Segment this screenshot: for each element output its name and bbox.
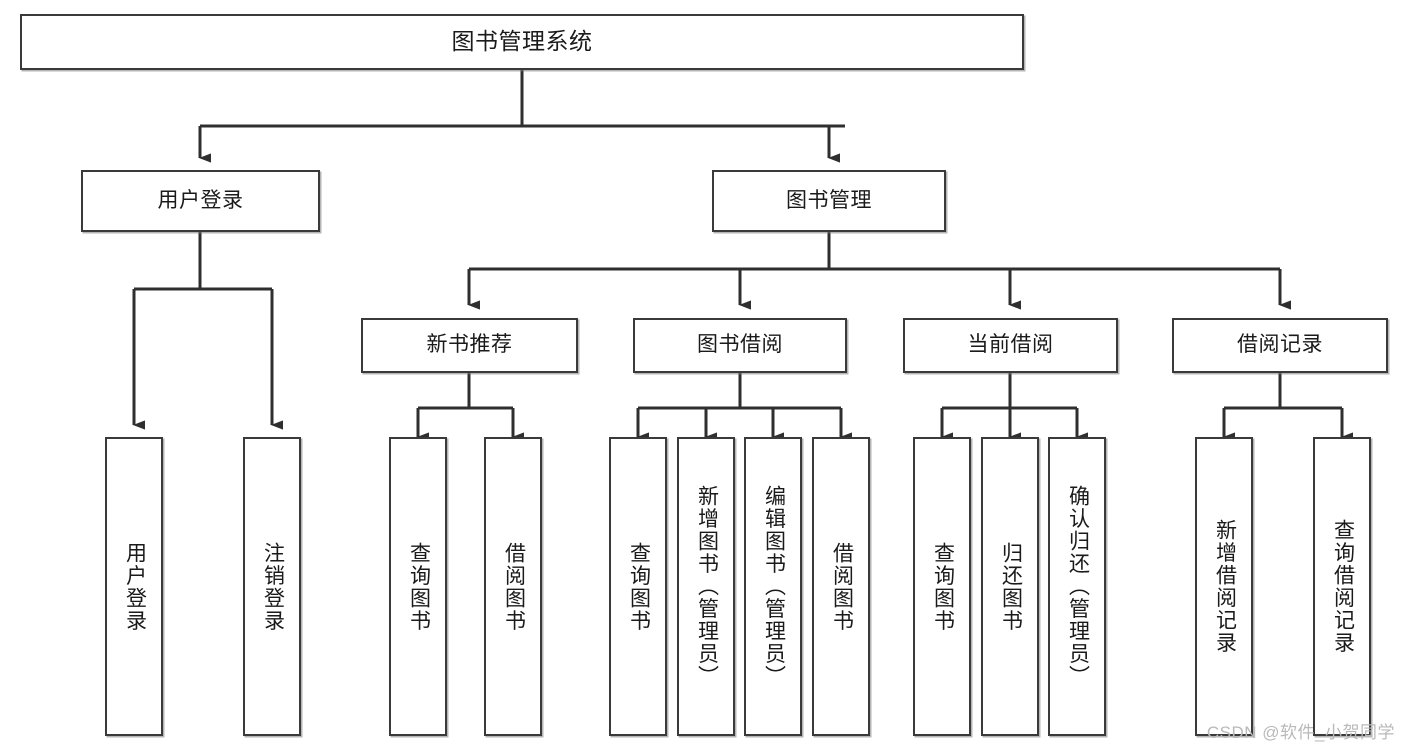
leaf-borrowrecord-add-record[interactable]: 新增借阅记录 bbox=[1195, 437, 1253, 736]
leaf-currentborrow-confirm-return[interactable]: 确认归还（管理员） bbox=[1048, 437, 1106, 736]
csdn-watermark: CSDN @软件_小贺同学 bbox=[1206, 723, 1395, 742]
node-root-system-label: 图书管理系统 bbox=[451, 28, 593, 55]
node-book-borrow-label: 图书借阅 bbox=[697, 333, 783, 357]
node-book-manage[interactable]: 图书管理 bbox=[712, 170, 946, 232]
leaf-bookborrow-borrow-book-label: 借阅图书 bbox=[830, 541, 854, 632]
leaf-bookborrow-query-book-label: 查询图书 bbox=[627, 541, 651, 632]
leaf-bookborrow-add-book[interactable]: 新增图书（管理员） bbox=[677, 437, 735, 736]
node-user-login[interactable]: 用户登录 bbox=[81, 170, 320, 232]
node-current-borrow[interactable]: 当前借阅 bbox=[903, 318, 1118, 373]
node-book-borrow[interactable]: 图书借阅 bbox=[633, 318, 847, 373]
leaf-user-login-label: 用户登录 bbox=[123, 541, 147, 632]
leaf-logout-label: 注销登录 bbox=[261, 541, 285, 632]
leaf-newbook-borrow-book[interactable]: 借阅图书 bbox=[484, 437, 542, 736]
node-book-manage-label: 图书管理 bbox=[786, 188, 872, 212]
node-current-borrow-label: 当前借阅 bbox=[967, 333, 1054, 357]
leaf-user-login[interactable]: 用户登录 bbox=[105, 437, 163, 736]
node-user-login-label: 用户登录 bbox=[157, 188, 244, 212]
node-new-book-recommend-label: 新书推荐 bbox=[426, 333, 513, 357]
leaf-bookborrow-edit-book[interactable]: 编辑图书（管理员） bbox=[744, 437, 802, 736]
leaf-currentborrow-return-book[interactable]: 归还图书 bbox=[981, 437, 1039, 736]
leaf-logout[interactable]: 注销登录 bbox=[243, 437, 301, 736]
leaf-borrowrecord-add-record-label: 新增借阅记录 bbox=[1213, 519, 1237, 654]
leaf-borrowrecord-query-record[interactable]: 查询借阅记录 bbox=[1313, 437, 1371, 736]
leaf-bookborrow-borrow-book[interactable]: 借阅图书 bbox=[812, 437, 870, 736]
leaf-newbook-query-book[interactable]: 查询图书 bbox=[389, 437, 447, 736]
node-root-system[interactable]: 图书管理系统 bbox=[20, 14, 1024, 70]
leaf-currentborrow-query-book-label: 查询图书 bbox=[931, 541, 955, 632]
leaf-borrowrecord-query-record-label: 查询借阅记录 bbox=[1331, 519, 1355, 654]
leaf-newbook-borrow-book-label: 借阅图书 bbox=[502, 541, 526, 632]
leaf-currentborrow-confirm-return-label: 确认归还（管理员） bbox=[1066, 485, 1090, 688]
leaf-bookborrow-add-book-label: 新增图书（管理员） bbox=[695, 485, 719, 688]
leaf-newbook-query-book-label: 查询图书 bbox=[407, 541, 431, 632]
node-borrow-record[interactable]: 借阅记录 bbox=[1172, 318, 1388, 373]
node-new-book-recommend[interactable]: 新书推荐 bbox=[361, 318, 578, 373]
leaf-bookborrow-edit-book-label: 编辑图书（管理员） bbox=[762, 485, 786, 688]
leaf-currentborrow-return-book-label: 归还图书 bbox=[999, 541, 1023, 632]
node-borrow-record-label: 借阅记录 bbox=[1237, 333, 1323, 357]
leaf-bookborrow-query-book[interactable]: 查询图书 bbox=[609, 437, 667, 736]
leaf-currentborrow-query-book[interactable]: 查询图书 bbox=[913, 437, 971, 736]
